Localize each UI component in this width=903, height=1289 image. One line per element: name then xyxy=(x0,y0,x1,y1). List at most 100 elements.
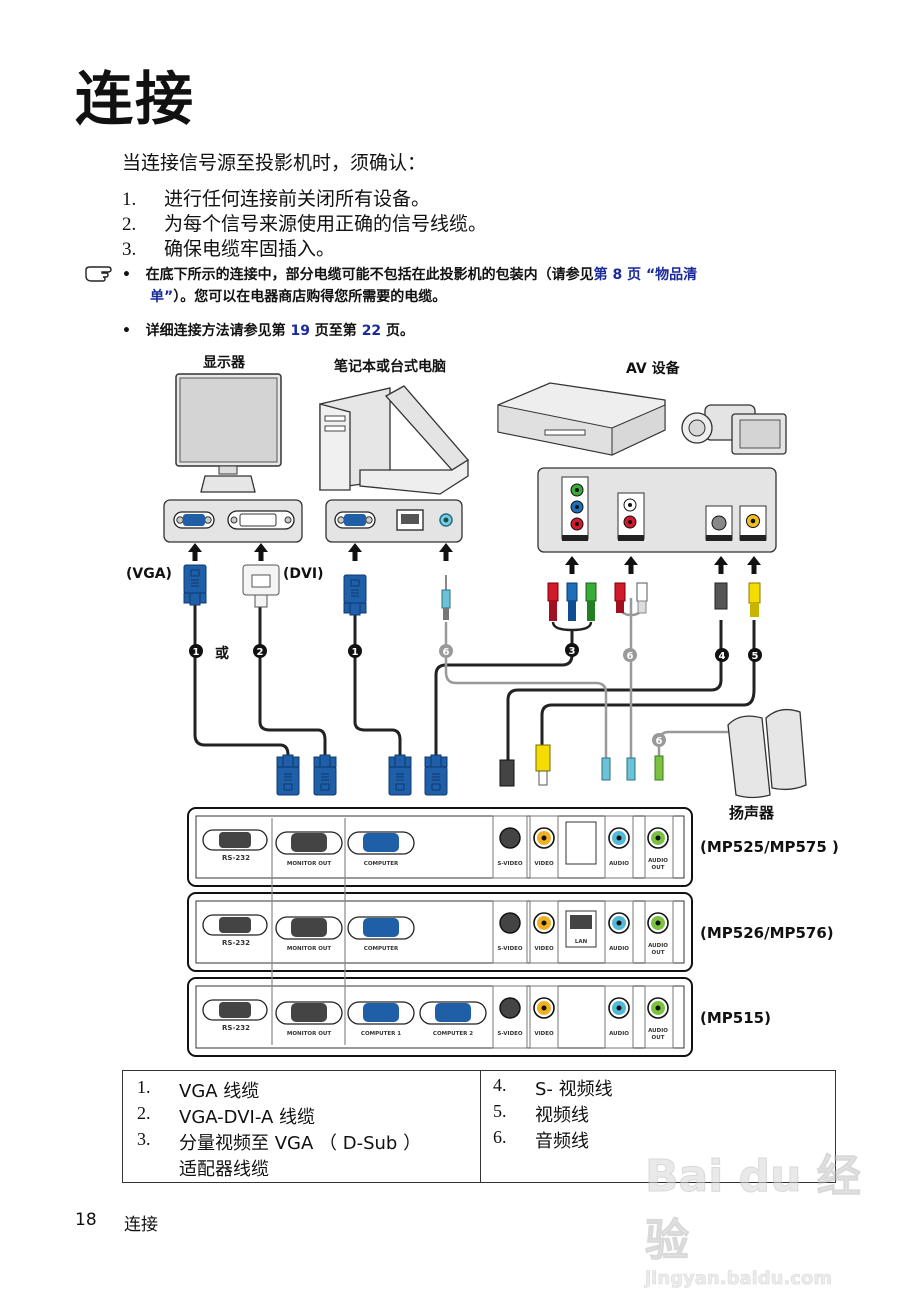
cable-number: 5 xyxy=(752,651,759,662)
device-label-monitor: 显示器 xyxy=(203,355,245,371)
dvi-port xyxy=(239,513,277,527)
cable-legend: 1.VGA 线缆 2.VGA-DVI-A 线缆 3.分量视频至 VGA （ D-… xyxy=(122,1070,836,1183)
intro-text: 当连接信号源至投影机时，须确认： xyxy=(122,152,427,174)
step-number: 2. xyxy=(122,214,137,235)
computer-port-panel xyxy=(325,499,463,543)
port-label: RS-232 xyxy=(222,1024,250,1032)
port-label: RS-232 xyxy=(222,854,250,862)
model-label: (MP526/MP576) xyxy=(700,924,834,942)
port-label: COMPUTER 1 xyxy=(361,1031,401,1037)
legend-num: 4. xyxy=(493,1075,507,1095)
port-label: RS-232 xyxy=(222,939,250,947)
cable-number: 6 xyxy=(627,651,634,662)
watermark-brand: Bai du 经验 xyxy=(645,1151,862,1267)
port-label: S-VIDEO xyxy=(497,1031,522,1037)
step-text: 确保电缆牢固插入。 xyxy=(164,238,336,260)
cable-number: 3 xyxy=(569,646,576,657)
cable-number: 1 xyxy=(352,647,359,658)
port-label: OUT xyxy=(652,950,665,956)
port-label: AUDIO xyxy=(609,1031,629,1037)
dvi-plug xyxy=(242,564,280,608)
legend-text: VGA 线缆 xyxy=(179,1081,260,1102)
port-label: S-VIDEO xyxy=(497,946,522,952)
cable-number: 4 xyxy=(719,651,726,662)
port-label: VIDEO xyxy=(534,861,554,867)
or-label: 或 xyxy=(215,646,229,662)
cable-number: 6 xyxy=(656,736,663,747)
baidu-watermark: Bai du 经验 jingyan.baidu.com xyxy=(645,1140,903,1289)
legend-num: 1. xyxy=(137,1077,151,1097)
step-text: 为每个信号来源使用正确的信号线缆。 xyxy=(164,213,488,235)
step-number: 1. xyxy=(122,189,137,210)
port-label: AUDIO xyxy=(609,861,629,867)
legend-num: 6. xyxy=(493,1127,507,1147)
cable-number: 2 xyxy=(257,647,264,658)
device-label-computer: 笔记本或台式电脑 xyxy=(334,359,446,375)
step-item: 2. 为每个信号来源使用正确的信号线缆。 xyxy=(122,209,487,236)
port-label: COMPUTER xyxy=(364,861,399,867)
monitor-illustration xyxy=(175,373,282,493)
page-link-8[interactable]: 第 8 页 “物品清 xyxy=(593,267,698,283)
legend-text: 音频线 xyxy=(535,1131,589,1152)
cable-number: 1 xyxy=(193,647,200,658)
port-label: VIDEO xyxy=(534,946,554,952)
watermark-url: jingyan.baidu.com xyxy=(645,1268,833,1289)
step-number: 3. xyxy=(122,239,137,260)
page-link-8-cont[interactable]: 单” xyxy=(150,289,174,305)
device-label-av: AV 设备 xyxy=(626,361,680,377)
page-link-19[interactable]: 19 xyxy=(290,323,310,339)
vga-label: (VGA) xyxy=(126,566,172,582)
cable-number: 6 xyxy=(443,647,450,658)
pointing-hand-icon xyxy=(85,266,112,282)
vga-port xyxy=(183,514,205,526)
camcorder-illustration xyxy=(681,404,787,455)
port-label: COMPUTER xyxy=(364,946,399,952)
port-label: AUDIO xyxy=(648,858,668,864)
computer-illustration xyxy=(319,385,469,495)
step-item: 3. 确保电缆牢固插入。 xyxy=(122,234,335,261)
note-text: 页。 xyxy=(381,323,415,339)
port-label: MONITOR OUT xyxy=(287,861,332,867)
vga-port xyxy=(344,514,366,526)
port-label: VIDEO xyxy=(534,1031,554,1037)
audio-plug xyxy=(441,575,451,620)
legend-text: S- 视频线 xyxy=(535,1079,613,1100)
device-label-speakers: 扬声器 xyxy=(729,804,775,822)
port-label: MONITOR OUT xyxy=(287,946,332,952)
legend-text: 适配器线缆 xyxy=(179,1159,269,1180)
legend-num: 2. xyxy=(137,1103,151,1123)
cable-badges: 1 2 1 6 3 6 4 5 6 xyxy=(189,643,762,747)
note-details: • 详细连接方法请参见第 19 页至第 22 页。 xyxy=(122,320,414,342)
port-label: OUT xyxy=(652,1035,665,1041)
legend-text: VGA-DVI-A 线缆 xyxy=(179,1107,315,1128)
legend-text: 分量视频至 VGA （ D-Sub ） xyxy=(179,1133,422,1154)
note-text: 页至第 xyxy=(309,323,362,339)
port-label: AUDIO xyxy=(648,1028,668,1034)
port-label: AUDIO xyxy=(648,943,668,949)
port-label: AUDIO xyxy=(609,946,629,952)
page-number: 18 xyxy=(75,1210,97,1230)
legend-num: 5. xyxy=(493,1101,507,1121)
cables xyxy=(193,605,756,760)
port-label: COMPUTER 2 xyxy=(433,1031,473,1037)
dvi-label: (DVI) xyxy=(283,566,324,582)
note-cables: • 在底下所示的连接中，部分电缆可能不包括在此投影机的包装内（请参见第 8 页 … xyxy=(122,264,812,308)
note-text: 详细连接方法请参见第 xyxy=(145,323,291,339)
av-player-illustration xyxy=(497,382,666,456)
port-label: LAN xyxy=(575,939,588,945)
note-text: ）。您可以在电器商店购得您所需要的电缆。 xyxy=(173,289,447,305)
page-title: 连接 xyxy=(75,65,196,133)
port-label: OUT xyxy=(652,865,665,871)
component-plugs xyxy=(547,582,761,621)
bullet: • xyxy=(122,323,131,339)
step-text: 进行任何连接前关闭所有设备。 xyxy=(164,188,431,210)
step-item: 1. 进行任何连接前关闭所有设备。 xyxy=(122,184,430,211)
note-text: 在底下所示的连接中，部分电缆可能不包括在此投影机的包装内（请参见 xyxy=(145,267,594,283)
bullet: • xyxy=(122,267,131,283)
legend-text: 视频线 xyxy=(535,1105,589,1126)
page-link-22[interactable]: 22 xyxy=(361,323,382,339)
